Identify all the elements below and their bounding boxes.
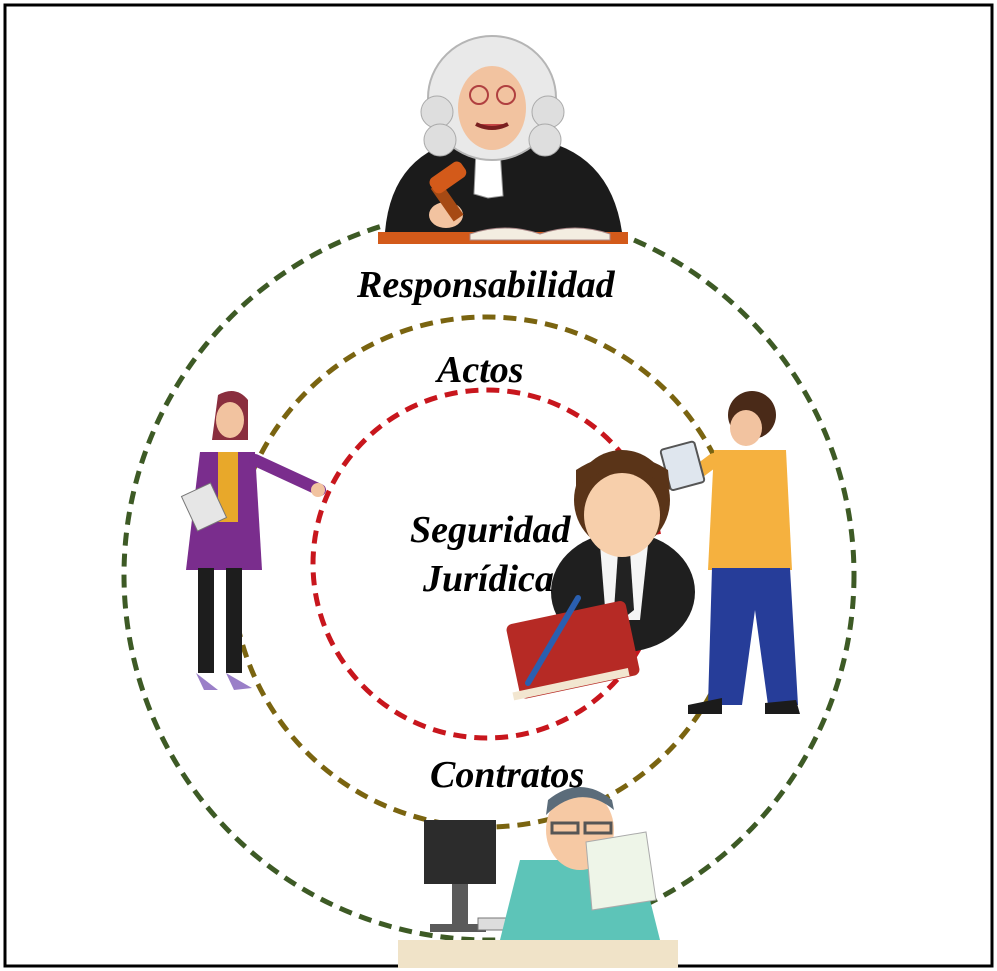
actos-label: Actos (437, 349, 524, 391)
contratos-label: Contratos (430, 754, 585, 796)
judge-icon (378, 35, 628, 244)
office-worker-icon (398, 787, 678, 968)
man-with-tablet-icon (659, 391, 800, 714)
responsabilidad-label: Responsabilidad (357, 264, 615, 306)
seguridad-label: Seguridad (410, 509, 571, 551)
juridica-label: Jurídica (423, 558, 554, 600)
businesswoman-icon (180, 391, 326, 690)
businessman-icon (506, 450, 695, 701)
